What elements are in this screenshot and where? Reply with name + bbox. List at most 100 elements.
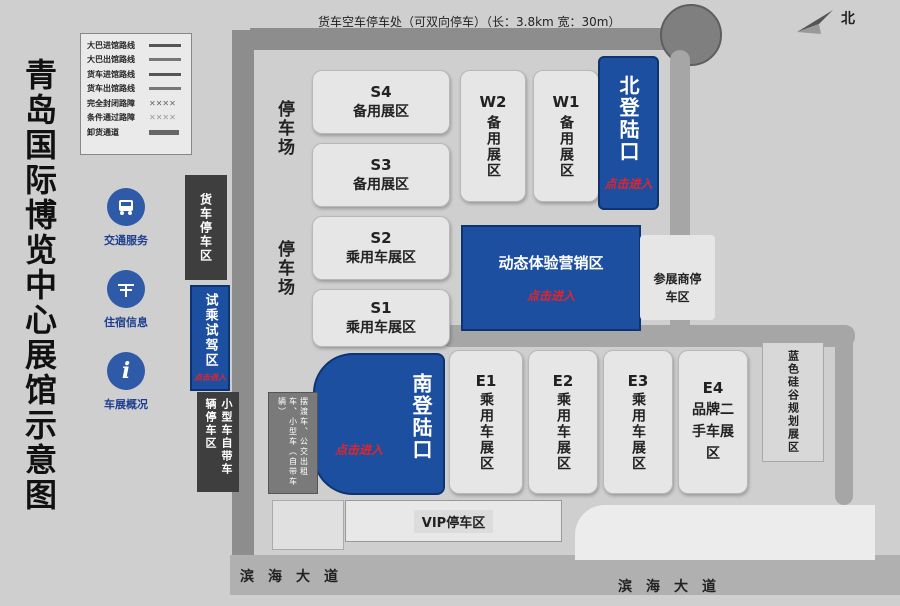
bed-icon[interactable]	[107, 270, 145, 308]
hall-w1[interactable]: W1 备用展区	[533, 70, 599, 202]
hall-s2[interactable]: S2 乘用车展区	[312, 216, 450, 280]
north-entrance[interactable]: 北登陆口 点击进入	[598, 56, 659, 210]
hall-s2-code: S2	[370, 229, 392, 247]
north-entrance-label: 北登陆口	[616, 74, 640, 163]
hall-e4[interactable]: E4 品牌二手车展区	[678, 350, 748, 494]
arrow-icon	[149, 72, 181, 76]
exhibitor-parking-label: 参展商停车区	[653, 272, 702, 304]
bus-icon[interactable]	[107, 188, 145, 226]
hall-e1-name: 乘用车展区	[478, 392, 494, 472]
menu-traffic-service-label[interactable]: 交通服务	[104, 234, 148, 247]
hall-s3[interactable]: S3 备用展区	[312, 143, 450, 207]
legend-item: 大巴出馆路线	[87, 53, 187, 68]
vip-parking-zone[interactable]: VIP停车区	[345, 500, 562, 542]
hall-w2-code: W2	[479, 93, 507, 111]
vip-parking-label: VIP停车区	[413, 509, 494, 533]
blue-valley-zone: 蓝色硅谷规划展区	[762, 342, 824, 462]
menu-lodging-info-label[interactable]: 住宿信息	[104, 316, 148, 329]
menu-lodging-info[interactable]: 住宿信息	[88, 270, 164, 330]
hall-e1[interactable]: E1 乘用车展区	[449, 350, 523, 494]
legend-item: 货车进馆路线	[87, 67, 187, 82]
road-label-right: 滨海大道	[618, 579, 730, 595]
hall-e1-code: E1	[475, 372, 497, 390]
south-entrance-label: 南登陆口	[409, 373, 433, 461]
menu-traffic-service[interactable]: 交通服务	[88, 188, 164, 248]
dynamic-experience-zone[interactable]: 动态体验营销区 点击进入	[461, 225, 641, 331]
shuttle-taxi-area: 摆渡车、公交出租车、小型车（自带车辆）	[268, 392, 318, 494]
east-edge-road	[835, 335, 853, 505]
truck-parking-zone[interactable]: 货车停车区	[185, 175, 227, 280]
blue-valley-label: 蓝色硅谷规划展区	[786, 350, 800, 454]
hall-e4-code: E4	[702, 379, 724, 397]
hall-s3-name: 备用展区	[353, 177, 409, 193]
small-car-parking-label: 小型车自带车辆停车区	[204, 398, 233, 476]
click-enter-south[interactable]: 点击进入	[335, 443, 384, 457]
hall-e2-code: E2	[552, 372, 574, 390]
small-car-parking-zone[interactable]: 小型车自带车辆停车区	[197, 392, 239, 492]
hall-w1-name: 备用展区	[558, 115, 574, 179]
hall-e2[interactable]: E2 乘用车展区	[528, 350, 598, 494]
map-title: 青岛国际博览中心展馆示意图	[20, 58, 58, 513]
arrow-icon	[149, 87, 181, 91]
legend-item: 卸货通道	[87, 125, 187, 140]
parking-lot-top: 停车场	[274, 100, 294, 157]
info-icon[interactable]: i	[107, 352, 145, 390]
legend-label: 货车进馆路线	[87, 69, 135, 79]
road-label-left: 滨海大道	[240, 569, 352, 585]
truck-parking-label: 货车停车区	[198, 192, 213, 263]
hall-s1-code: S1	[370, 299, 392, 317]
top-road-label: 货车空车停车处（可双向停车）（长：3.8km 宽：30m）	[318, 15, 621, 29]
click-enter-north[interactable]: 点击进入	[604, 176, 653, 191]
parking-lot-mid: 停车场	[274, 240, 294, 297]
test-drive-label: 试乘试驾区	[202, 293, 218, 368]
hall-s4[interactable]: S4 备用展区	[312, 70, 450, 134]
legend-label: 条件通过路障	[87, 113, 135, 123]
barrier-conditional-icon: ✕✕✕✕	[149, 113, 176, 123]
arrow-icon	[149, 43, 181, 47]
exhibitor-parking-zone: 参展商停车区	[640, 235, 715, 320]
legend-label: 大巴出馆路线	[87, 55, 135, 65]
compass: 北	[795, 6, 865, 38]
hall-w1-code: W1	[552, 93, 580, 111]
legend-item: 货车出馆路线	[87, 82, 187, 97]
legend-item: 完全封闭路障 ✕✕✕✕	[87, 96, 187, 111]
hall-s4-name: 备用展区	[353, 104, 409, 120]
hall-e3-name: 乘用车展区	[630, 392, 646, 472]
shuttle-taxi-label: 摆渡车、公交出租车、小型车（自带车辆）	[277, 397, 309, 487]
bottom-road	[230, 555, 900, 595]
legend-label: 大巴进馆路线	[87, 40, 135, 50]
barrier-closed-icon: ✕✕✕✕	[149, 98, 176, 108]
arrow-icon	[149, 58, 181, 62]
test-drive-zone[interactable]: 试乘试驾区 点击进入	[190, 285, 230, 391]
green-plaza	[272, 500, 344, 550]
legend-label: 货车出馆路线	[87, 84, 135, 94]
legend: 大巴进馆路线 大巴出馆路线 货车进馆路线 货车出馆路线 完全封闭路障 ✕✕✕✕ 条…	[80, 33, 192, 155]
hall-w2[interactable]: W2 备用展区	[460, 70, 526, 202]
menu-show-overview-label[interactable]: 车展概况	[104, 398, 148, 411]
hall-e3-code: E3	[627, 372, 649, 390]
unload-lane-icon	[149, 129, 179, 135]
legend-label: 完全封闭路障	[87, 98, 135, 108]
top-road	[250, 28, 680, 50]
hall-w2-name: 备用展区	[485, 115, 501, 179]
menu-show-overview[interactable]: i 车展概况	[88, 352, 164, 412]
legend-item: 大巴进馆路线	[87, 38, 187, 53]
side-menu: 交通服务 住宿信息 i 车展概况	[88, 188, 164, 412]
south-entrance[interactable]: 南登陆口 点击进入	[313, 353, 445, 495]
left-road	[232, 30, 254, 575]
legend-label: 卸货通道	[87, 127, 119, 137]
click-enter-dynamic[interactable]: 点击进入	[526, 289, 575, 303]
dynamic-experience-label: 动态体验营销区	[498, 254, 604, 272]
legend-item: 条件通过路障 ✕✕✕✕	[87, 111, 187, 126]
hall-s2-name: 乘用车展区	[346, 250, 416, 266]
hall-e4-name: 品牌二手车展区	[692, 402, 734, 462]
hall-s1[interactable]: S1 乘用车展区	[312, 289, 450, 347]
hall-s3-code: S3	[370, 156, 392, 174]
click-enter-test-drive[interactable]: 点击进入	[194, 373, 226, 382]
hall-s1-name: 乘用车展区	[346, 320, 416, 336]
compass-arrow-icon	[797, 10, 833, 34]
compass-north-label: 北	[841, 11, 855, 27]
hall-e3[interactable]: E3 乘用车展区	[603, 350, 673, 494]
hall-e2-name: 乘用车展区	[555, 392, 571, 472]
hall-s4-code: S4	[370, 83, 392, 101]
